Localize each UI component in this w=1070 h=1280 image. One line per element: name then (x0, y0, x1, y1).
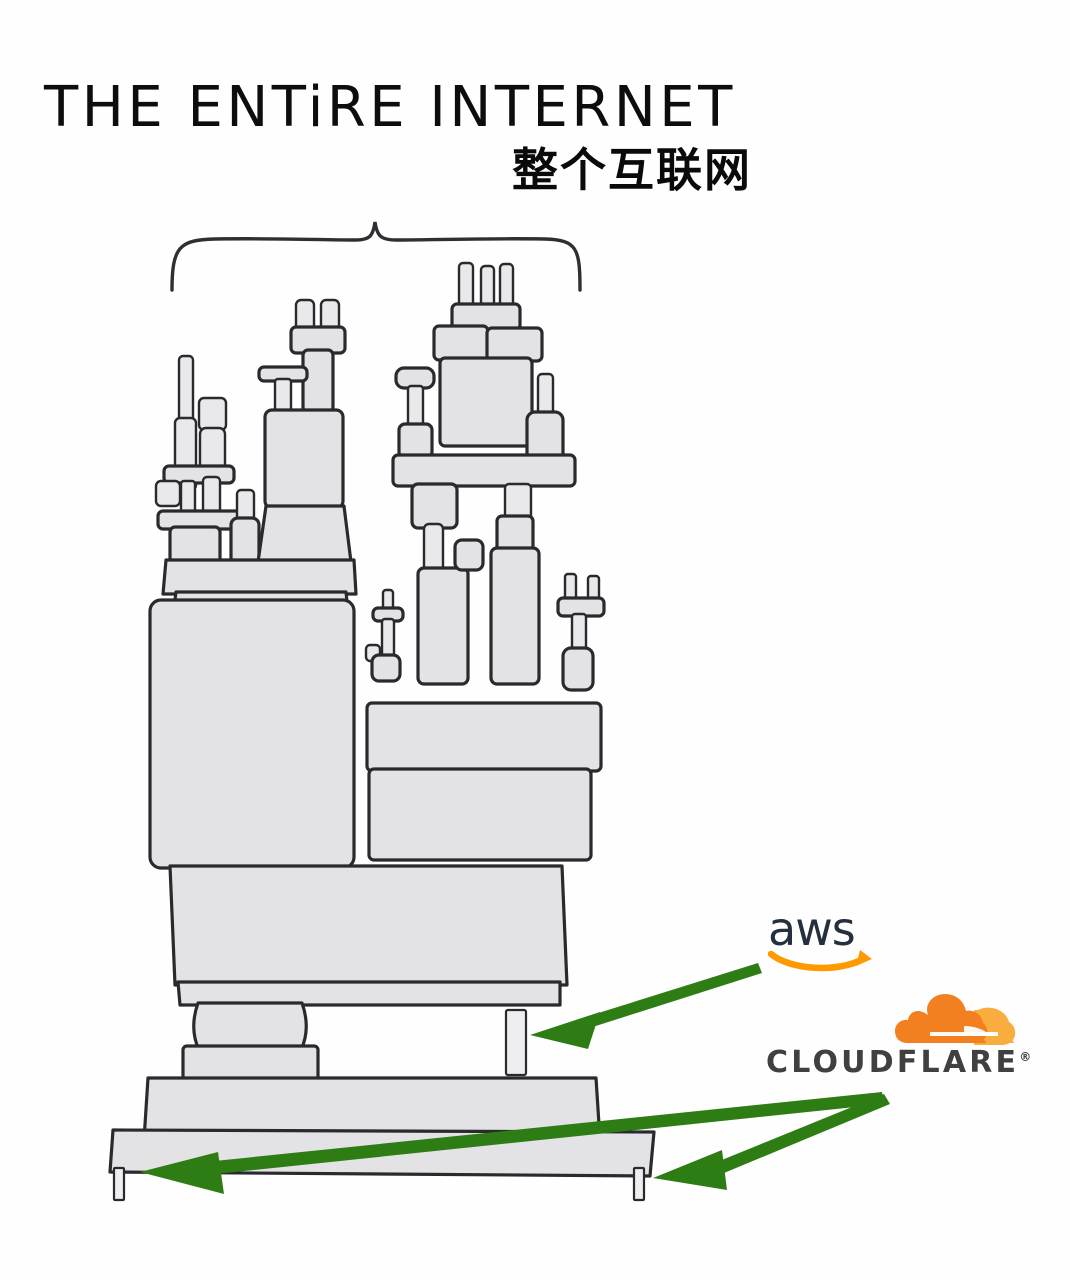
amazon-smile-arrow-icon (768, 950, 872, 972)
aws-wordmark: aws (768, 902, 856, 956)
aws-arrow (530, 963, 762, 1049)
cloudflare-wordmark-text: CLOUDFLARE (766, 1045, 1020, 1080)
curly-brace-icon (170, 221, 582, 292)
cloudflare-logo: CLOUDFLARE® (766, 990, 1031, 1086)
cloudflare-arrow-left (140, 1092, 884, 1194)
cloudflare-cloud-icon (895, 994, 1016, 1045)
page-title-english: THE ENTiRE INTERNET (44, 75, 736, 140)
registered-trademark-mark: ® (1019, 1050, 1032, 1064)
right-tower-cluster (364, 261, 606, 862)
page-title-chinese: 整个互联网 (512, 143, 752, 197)
cloudflare-arrow-right (653, 1094, 890, 1190)
bottom-right-thin-leg (632, 1166, 646, 1202)
main-body-blocks (148, 590, 569, 1007)
thin-right-support-leg (504, 1008, 528, 1077)
left-tower-cluster (154, 298, 358, 596)
aws-logo: aws (768, 906, 880, 972)
cloudflare-wordmark: CLOUDFLARE® (766, 1048, 1031, 1078)
bottom-left-thin-leg (112, 1166, 126, 1202)
